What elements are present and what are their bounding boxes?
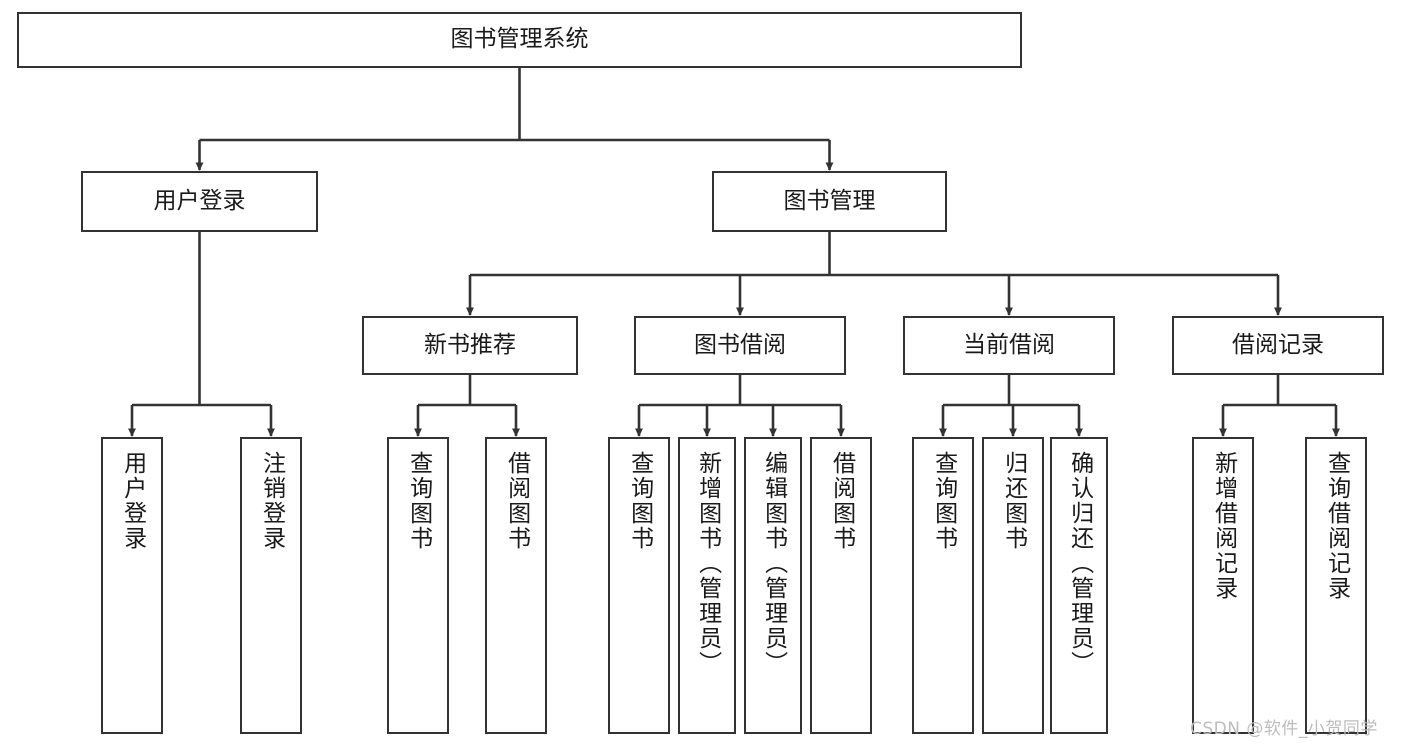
node-root[interactable]: 图书管理系统 bbox=[17, 12, 1022, 68]
node-label: 归还图书 bbox=[1000, 451, 1027, 551]
node-label: 借阅图书 bbox=[503, 451, 530, 551]
node-leaf-query-book-borrow[interactable]: 查询图书 bbox=[608, 437, 670, 734]
node-label: 新书推荐 bbox=[424, 331, 516, 358]
node-leaf-edit-book-admin[interactable]: 编辑图书（管理员） bbox=[744, 437, 802, 734]
node-book-manage[interactable]: 图书管理 bbox=[712, 171, 947, 232]
node-label: 编辑图书（管理员） bbox=[760, 451, 787, 676]
node-label: 查询图书 bbox=[626, 451, 653, 551]
node-borrow-record[interactable]: 借阅记录 bbox=[1172, 316, 1384, 375]
node-leaf-borrow-book-rec[interactable]: 借阅图书 bbox=[485, 437, 547, 734]
node-leaf-confirm-return-admin[interactable]: 确认归还（管理员） bbox=[1050, 437, 1108, 734]
node-leaf-add-book-admin[interactable]: 新增图书（管理员） bbox=[678, 437, 736, 734]
node-leaf-return-book[interactable]: 归还图书 bbox=[982, 437, 1044, 734]
node-current-borrow[interactable]: 当前借阅 bbox=[903, 316, 1115, 375]
node-label: 用户登录 bbox=[153, 187, 246, 214]
node-label: 查询借阅记录 bbox=[1323, 451, 1350, 601]
node-book-borrow[interactable]: 图书借阅 bbox=[634, 316, 846, 375]
node-label: 图书管理系统 bbox=[450, 26, 589, 53]
node-leaf-borrow-book[interactable]: 借阅图书 bbox=[810, 437, 872, 734]
node-new-book-rec[interactable]: 新书推荐 bbox=[362, 316, 578, 375]
node-label: 查询图书 bbox=[405, 451, 432, 551]
node-label: 图书管理 bbox=[783, 187, 876, 214]
node-label: 查询图书 bbox=[930, 451, 957, 551]
node-leaf-query-borrow-record[interactable]: 查询借阅记录 bbox=[1305, 437, 1367, 734]
node-label: 用户登录 bbox=[119, 451, 146, 551]
node-leaf-user-login[interactable]: 用户登录 bbox=[101, 437, 163, 734]
node-label: 图书借阅 bbox=[694, 331, 786, 358]
node-label: 新增借阅记录 bbox=[1210, 451, 1237, 601]
watermark-text: CSDN @软件_小贺同学 bbox=[1190, 719, 1378, 739]
node-leaf-query-book-current[interactable]: 查询图书 bbox=[912, 437, 974, 734]
node-user-login[interactable]: 用户登录 bbox=[81, 171, 318, 232]
node-leaf-query-book-rec[interactable]: 查询图书 bbox=[387, 437, 449, 734]
node-leaf-logout[interactable]: 注销登录 bbox=[240, 437, 302, 734]
node-leaf-add-borrow-record[interactable]: 新增借阅记录 bbox=[1192, 437, 1254, 734]
node-label: 注销登录 bbox=[258, 451, 285, 551]
node-label: 确认归还（管理员） bbox=[1066, 451, 1093, 676]
node-label: 借阅图书 bbox=[828, 451, 855, 551]
node-label: 当前借阅 bbox=[963, 331, 1055, 358]
node-label: 新增图书（管理员） bbox=[694, 451, 721, 676]
node-label: 借阅记录 bbox=[1232, 331, 1324, 358]
